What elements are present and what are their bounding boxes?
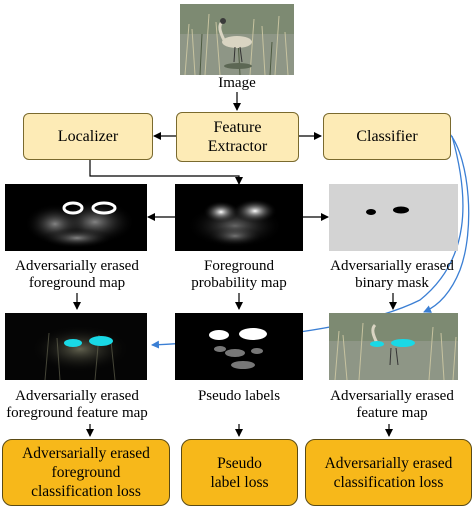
pseudo-labels-image xyxy=(175,313,303,380)
binary-mask-label: Adversarially erased binary mask xyxy=(330,258,454,291)
feature-extractor-label: Feature Extractor xyxy=(207,119,268,155)
feature-extractor-box: Feature Extractor xyxy=(176,112,299,162)
erased-classification-loss-box: Adversarially erased classification loss xyxy=(305,439,472,506)
erased-foreground-classification-loss-box: Adversarially erased foreground classifi… xyxy=(2,439,170,506)
erased-foreground-feature-map-image xyxy=(5,313,147,380)
feedback-arrow-to-feature-map xyxy=(423,133,470,313)
erased-foreground-feature-map-label: Adversarially erased foreground feature … xyxy=(6,388,148,421)
input-bird-photo xyxy=(180,4,294,75)
erased-foreground-map-label: Adversarially erased foreground map xyxy=(15,258,139,291)
erased-foreground-map-image xyxy=(5,184,147,251)
pseudo-labels-label: Pseudo labels xyxy=(197,388,281,404)
foreground-probability-map-label: Foreground probability map xyxy=(191,258,287,291)
pseudo-label-loss-box: Pseudo label loss xyxy=(181,439,298,506)
localizer-box: Localizer xyxy=(23,113,153,160)
arrow-localizer-to-probmap xyxy=(89,160,243,185)
foreground-probability-map-image xyxy=(175,184,303,251)
classifier-label: Classifier xyxy=(356,128,418,145)
erased-feature-map-image xyxy=(329,313,458,380)
erased-feature-map-label: Adversarially erased feature map xyxy=(330,388,454,421)
classifier-box: Classifier xyxy=(323,113,451,160)
binary-mask-image xyxy=(329,184,458,251)
localizer-label: Localizer xyxy=(57,128,119,145)
image-label: Image xyxy=(218,75,256,91)
